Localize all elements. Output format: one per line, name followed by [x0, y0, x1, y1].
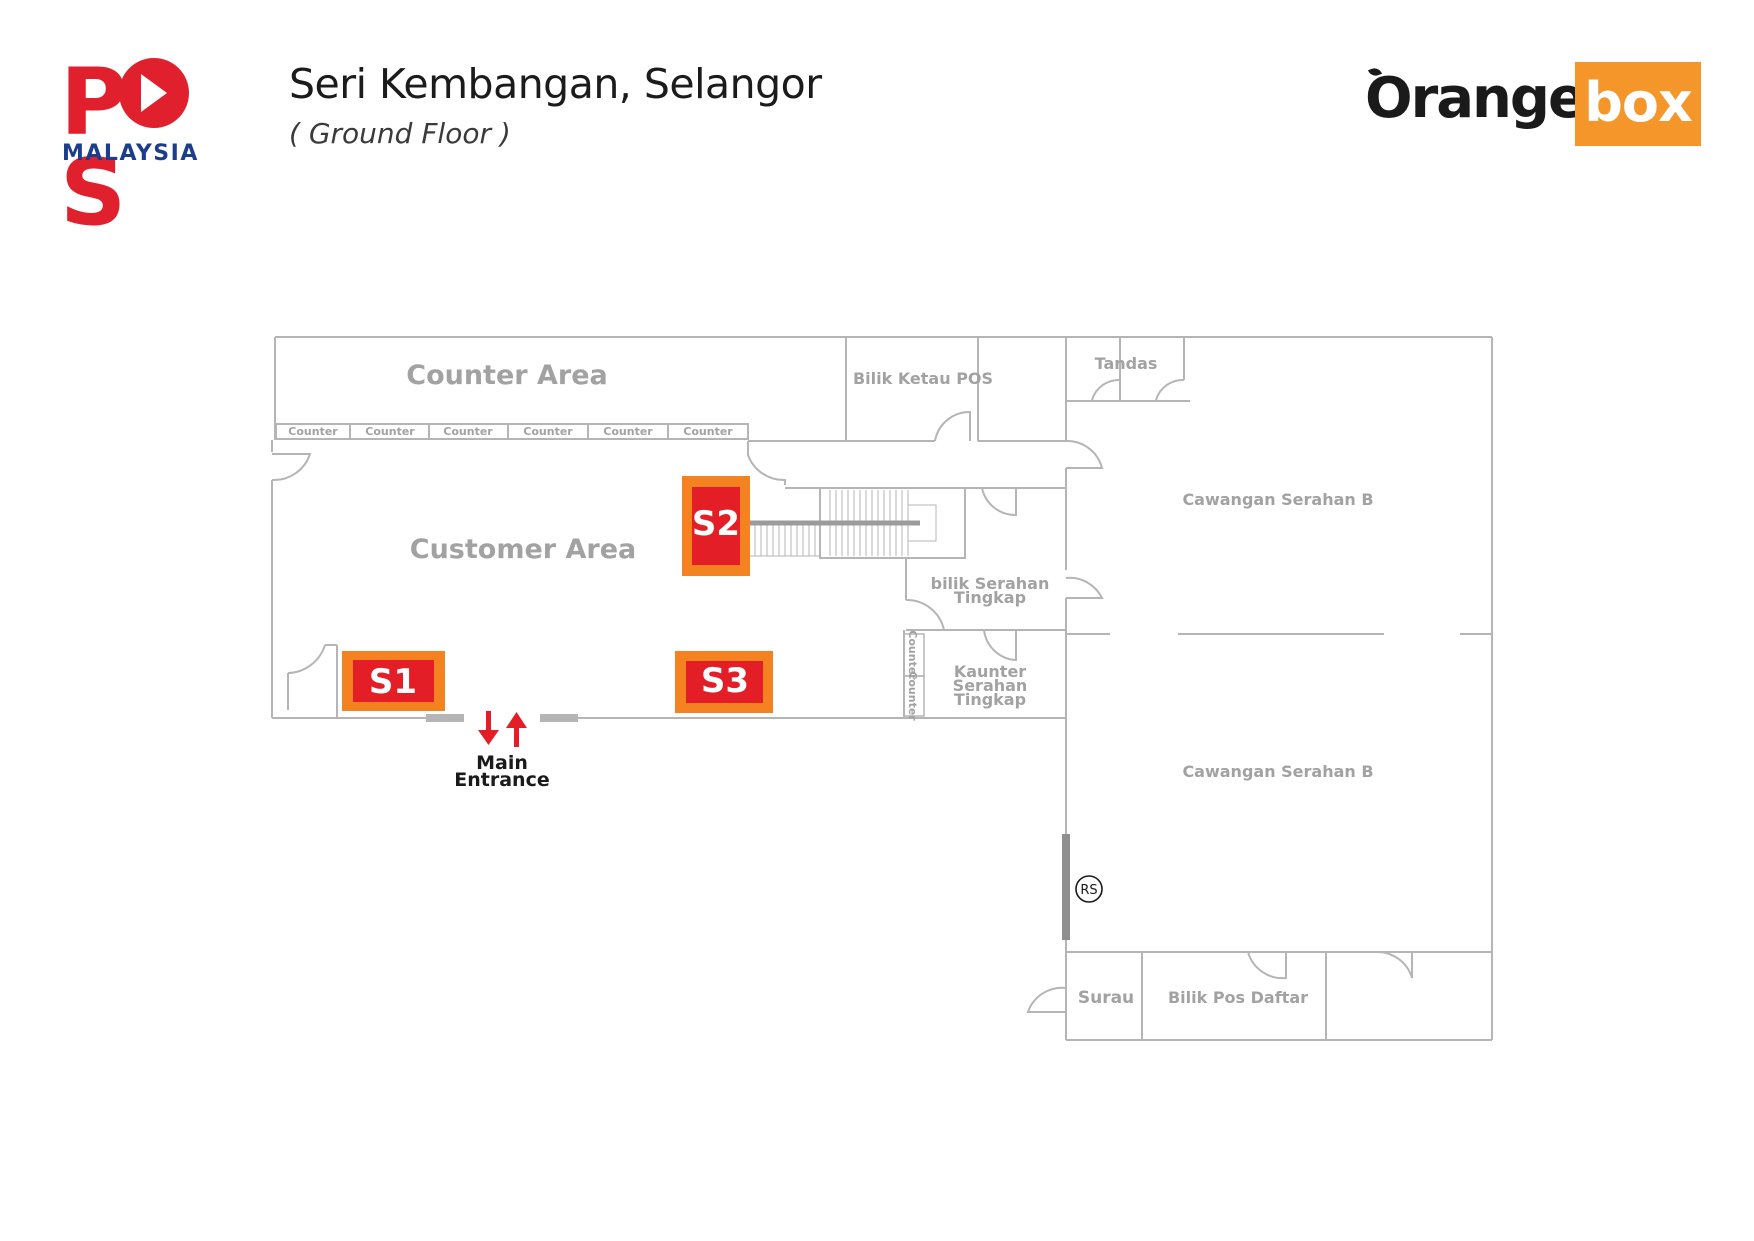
- stand-s1-label: S1: [369, 662, 417, 702]
- entrance-door-left: [426, 714, 464, 722]
- room-label-tandas: Tandas: [1095, 354, 1158, 373]
- room-label-kaunter: Kaunter: [954, 662, 1026, 681]
- counter-label: Counter: [443, 425, 493, 438]
- room-label-surau: Surau: [1078, 988, 1134, 1008]
- rs-marker-label: RS: [1080, 883, 1097, 898]
- room-label-kaunter-tingkap: Tingkap: [954, 690, 1026, 709]
- room-label-bilik-ketua-pos: Bilik Ketau POS: [853, 369, 993, 388]
- stand-s3-label: S3: [701, 661, 749, 701]
- stand-s2[interactable]: S2: [682, 476, 750, 576]
- pos-malaysia-logo: PS MALAYSIA: [60, 57, 245, 239]
- counter-label: Counter: [603, 425, 653, 438]
- page-subtitle: ( Ground Floor ): [289, 117, 511, 150]
- arrow-up-icon: [506, 712, 527, 728]
- entrance-door-right: [540, 714, 578, 722]
- room-label-counter-area: Counter Area: [406, 360, 608, 391]
- entrance-label-main: Main: [476, 752, 528, 774]
- pos-logo-subtext: MALAYSIA: [62, 141, 199, 166]
- room-label-cawangan-serahan-b: Cawangan Serahan B: [1182, 762, 1373, 781]
- orangebox-logo: Orange box: [1365, 62, 1701, 146]
- stand-s1[interactable]: S1: [342, 651, 445, 711]
- pos-logo-arrow-icon: [119, 58, 190, 128]
- room-label-customer-area: Customer Area: [410, 534, 636, 565]
- counter-label: Counter: [523, 425, 573, 438]
- orangebox-logo-box: box: [1575, 62, 1701, 146]
- room-label-bilik-serahan: bilik Serahan: [931, 574, 1050, 593]
- room-label-kaunter-serahan: Serahan: [953, 676, 1028, 695]
- floor-plan-walls: [271, 336, 1493, 1041]
- side-counter-label: Counter: [906, 671, 919, 721]
- pos-logo-word: PS: [60, 57, 245, 239]
- stand-s3[interactable]: S3: [675, 651, 773, 713]
- orangebox-logo-word: Orange: [1365, 66, 1586, 131]
- arrow-down-icon: [486, 711, 491, 733]
- room-label-bilik-pos-daftar: Bilik Pos Daftar: [1168, 988, 1308, 1007]
- stand-s2-label: S2: [692, 504, 740, 544]
- entrance-label-entrance: Entrance: [454, 769, 549, 791]
- counter-label: Counter: [683, 425, 733, 438]
- counter-label: Counter: [288, 425, 338, 438]
- room-label-bilik-serahan-tingkap: Tingkap: [954, 588, 1026, 607]
- rs-shutter: [1062, 834, 1070, 940]
- side-counter-label: Counter: [906, 630, 919, 680]
- counter-label: Counter: [365, 425, 415, 438]
- page-title: Seri Kembangan, Selangor: [289, 60, 822, 108]
- rs-marker: RS: [1075, 875, 1103, 903]
- room-label-cawangan-serahan-a: Cawangan Serahan B: [1182, 490, 1373, 509]
- entrance-arrows: [478, 711, 527, 747]
